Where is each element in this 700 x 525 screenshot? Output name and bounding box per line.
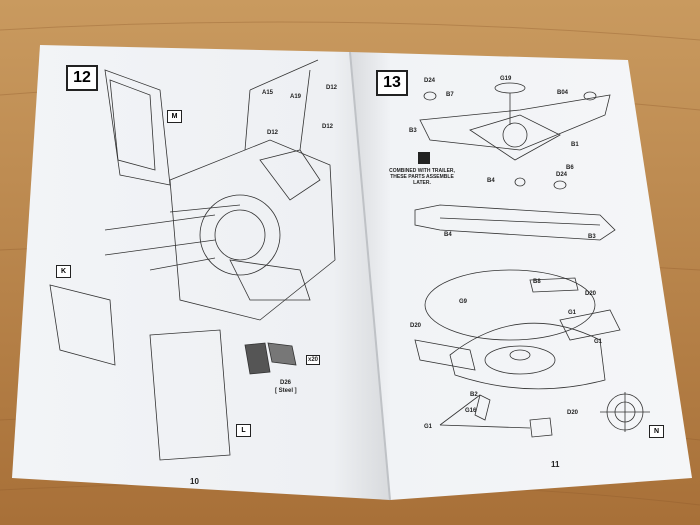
part-d12-c: D12	[322, 124, 334, 130]
part-letter-l: L	[236, 424, 251, 437]
part-letter-m: M	[167, 110, 182, 123]
part-b2: B2	[470, 392, 478, 398]
assembly-note: COMBINED WITH TRAILER, THESE PARTS ASSEM…	[382, 168, 462, 186]
part-b1: B1	[571, 142, 579, 148]
part-a19: A19	[290, 94, 302, 100]
right-assembly-drawing	[414, 82, 650, 438]
part-g19: G19	[500, 76, 512, 82]
part-d12-a: D12	[326, 85, 338, 91]
part-b6: B6	[566, 165, 574, 171]
part-d20-a: D20	[410, 323, 422, 329]
part-d20-c: D20	[567, 410, 579, 416]
part-a15: A15	[262, 90, 274, 96]
page-number-left: 10	[190, 477, 199, 486]
page-number-right: 11	[551, 460, 560, 469]
part-d24-b: D24	[556, 172, 568, 178]
part-g16: G16	[465, 408, 477, 414]
part-g1-a: G1	[568, 310, 577, 316]
part-b04: B04	[557, 90, 569, 96]
step-number-12: 12	[66, 65, 98, 91]
part-d12-b: D12	[267, 130, 279, 136]
part-b3-a: B3	[409, 128, 417, 134]
step-number-13: 13	[376, 70, 408, 96]
right-page	[350, 52, 692, 500]
part-d24-a: D24	[424, 78, 436, 84]
part-g1-c: G1	[424, 424, 433, 430]
assembly-note-line2: THESE PARTS ASSEMBLE LATER.	[390, 174, 454, 186]
left-assembly-drawing	[49, 59, 336, 461]
quantity-x20: x20	[306, 355, 321, 365]
part-g9: G9	[459, 299, 468, 305]
part-letter-n: N	[649, 425, 664, 438]
part-b8: B8	[533, 279, 541, 285]
part-b4-b: B4	[444, 232, 452, 238]
part-g1-b: G1	[594, 339, 603, 345]
part-b3-b: B3	[588, 234, 596, 240]
left-page	[12, 45, 390, 500]
part-steel-note: [ Steel ]	[275, 388, 297, 394]
part-b7: B7	[446, 92, 454, 98]
assembly-note-line1: COMBINED WITH TRAILER,	[389, 168, 455, 174]
part-d26: D26	[280, 380, 292, 386]
note-icon	[418, 152, 430, 164]
part-d20-b: D20	[585, 291, 597, 297]
part-b4-a: B4	[487, 178, 495, 184]
part-letter-k: K	[56, 265, 71, 278]
